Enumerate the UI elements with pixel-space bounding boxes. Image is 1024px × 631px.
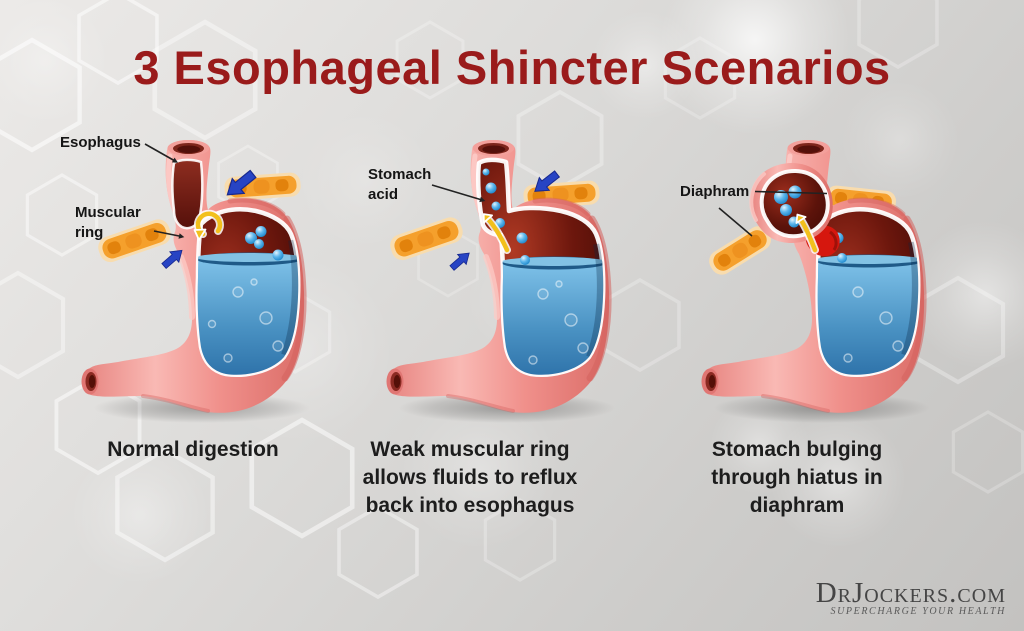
pressure-arrow-right-icon xyxy=(226,169,257,196)
pressure-arrow-left-icon xyxy=(449,252,470,271)
esophagus-lumen xyxy=(171,158,204,230)
panel-normal-digestion: Esophagus Muscular ring xyxy=(60,110,360,432)
stomach-illustration-hernia xyxy=(701,140,930,423)
brand-logo: DrJockers.com SUPERCHARGE YOUR HEALTH xyxy=(816,578,1006,617)
sphincter-swirl-arrow-icon xyxy=(193,209,224,241)
gastric-fluid xyxy=(817,241,919,375)
stomach-illustration-reflux xyxy=(386,140,615,423)
gastric-fluid xyxy=(493,243,604,375)
stomach-interior xyxy=(195,206,301,377)
caption-stomach-bulging: Stomach bulging through hiatus in diaphr… xyxy=(711,438,883,517)
reflux-arrow-icon xyxy=(482,213,511,254)
reflux-arrow-icon xyxy=(795,213,819,254)
stomach-interior xyxy=(815,206,921,377)
diaphragm-band-left xyxy=(709,226,771,275)
stomach-acid-label: Stomach acid xyxy=(368,166,432,203)
esophagus-label-pointer xyxy=(144,143,178,163)
brand-tagline: SUPERCHARGE YOUR HEALTH xyxy=(830,606,1006,617)
muscular-ring-label-pointer xyxy=(153,230,185,239)
diaphragm-label-pointer xyxy=(718,190,828,237)
stomach-acid-label-pointer xyxy=(431,184,486,203)
gastric-fluid xyxy=(197,239,299,375)
caption-normal-digestion: Normal digestion xyxy=(107,438,279,461)
pressure-arrow-left-icon xyxy=(161,249,183,270)
pressure-arrow-right-icon xyxy=(534,170,561,192)
stomach-illustration-normal xyxy=(81,140,310,423)
brand-name: DrJockers.com xyxy=(815,577,1006,609)
panel-weak-muscular-ring: Stomach acid xyxy=(365,110,665,432)
diaphragm-label: Diaphram xyxy=(680,183,750,200)
diaphragm-band-left xyxy=(98,219,171,263)
refluxing-acid-bubbles xyxy=(482,168,530,265)
diaphragm-band-left xyxy=(390,217,463,261)
page-title: 3 Esophageal Shincter Scenarios xyxy=(133,41,891,94)
hernia-bulge xyxy=(749,163,833,244)
muscular-ring-label: Muscular ring xyxy=(75,204,141,241)
trapped-acid-bubbles xyxy=(774,185,802,228)
panel-hiatal-hernia: Diaphram xyxy=(680,110,980,432)
esophagus-label: Esophagus xyxy=(60,134,141,151)
caption-weak-muscular-ring: Weak muscular ring allows fluids to refl… xyxy=(362,438,578,517)
acid-bubble xyxy=(837,253,847,263)
acid-bubbles xyxy=(245,226,284,261)
